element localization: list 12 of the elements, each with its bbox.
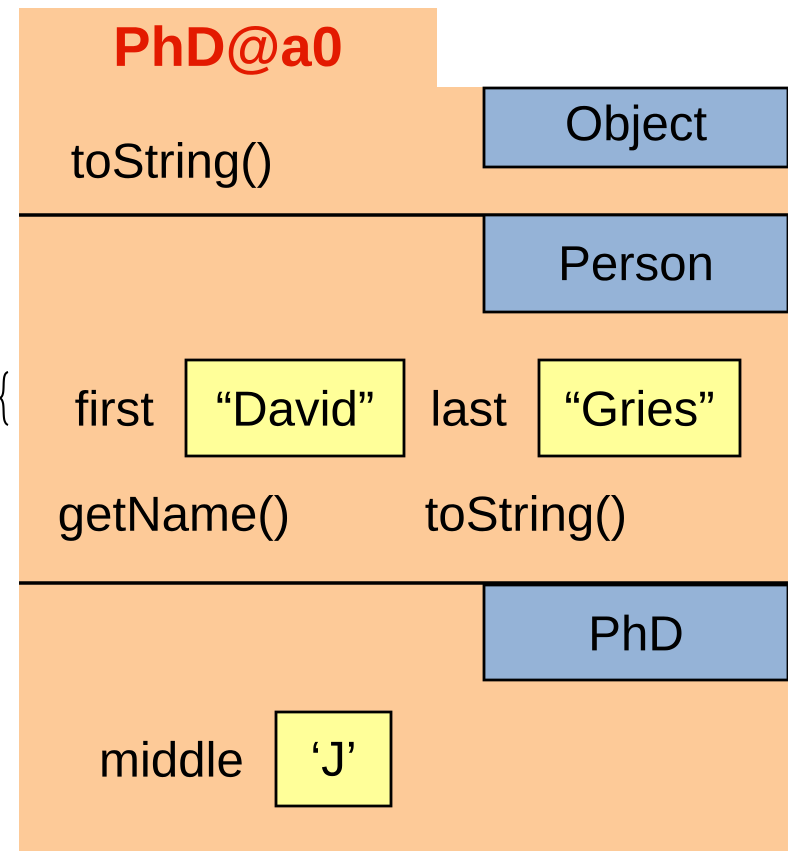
class-name-box: Person: [482, 214, 788, 314]
method-name: getName(): [60, 495, 288, 541]
method-name: toString(): [425, 495, 624, 541]
class-name-box: Object: [482, 86, 788, 168]
value-box: ‘J’: [274, 710, 392, 808]
field-name: last: [434, 390, 507, 426]
field-name: middle: [102, 740, 242, 778]
value-box: “Gries”: [538, 358, 742, 458]
value-box: “David”: [184, 358, 406, 458]
field-name: first: [75, 390, 154, 426]
class-name-box: PhD: [482, 584, 788, 682]
method-name: toString(): [71, 142, 270, 188]
